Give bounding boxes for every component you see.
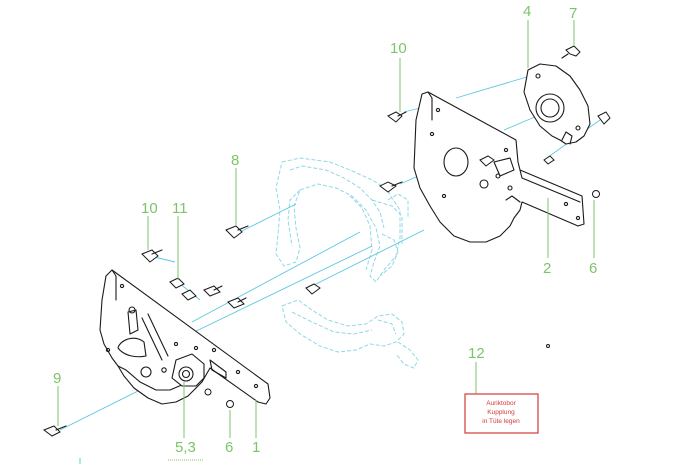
callout-7: 7 xyxy=(569,5,577,22)
ghost-frame xyxy=(275,157,419,369)
note-line-2: Kupplung xyxy=(487,409,515,416)
callout-8: 8 xyxy=(231,152,239,169)
note-line-1: Auriktobor xyxy=(486,400,516,407)
callout-labels: 10 4 7 8 10 11 9 2 6 1 6 5,3 12 xyxy=(53,3,597,464)
bearing-flange xyxy=(523,63,591,145)
right-side-plate xyxy=(413,91,585,243)
callout-6-left: 6 xyxy=(225,439,233,456)
callout-11: 11 xyxy=(172,200,188,217)
callout-4: 4 xyxy=(523,3,531,20)
note-line-3: in Tüte legen xyxy=(482,418,520,425)
callout-1: 1 xyxy=(252,439,260,456)
screws xyxy=(42,45,611,437)
callout-9: 9 xyxy=(53,370,61,387)
left-side-plate xyxy=(99,269,271,405)
callout-10-top: 10 xyxy=(390,40,407,57)
callout-12: 12 xyxy=(468,345,485,362)
callout-5-3: 5,3 xyxy=(175,439,196,456)
note-box: Auriktobor Kupplung in Tüte legen xyxy=(464,393,539,434)
callout-10-left: 10 xyxy=(141,200,158,217)
callout-6-right: 6 xyxy=(589,260,597,277)
callout-leaders xyxy=(57,20,595,438)
callout-2: 2 xyxy=(543,260,551,277)
